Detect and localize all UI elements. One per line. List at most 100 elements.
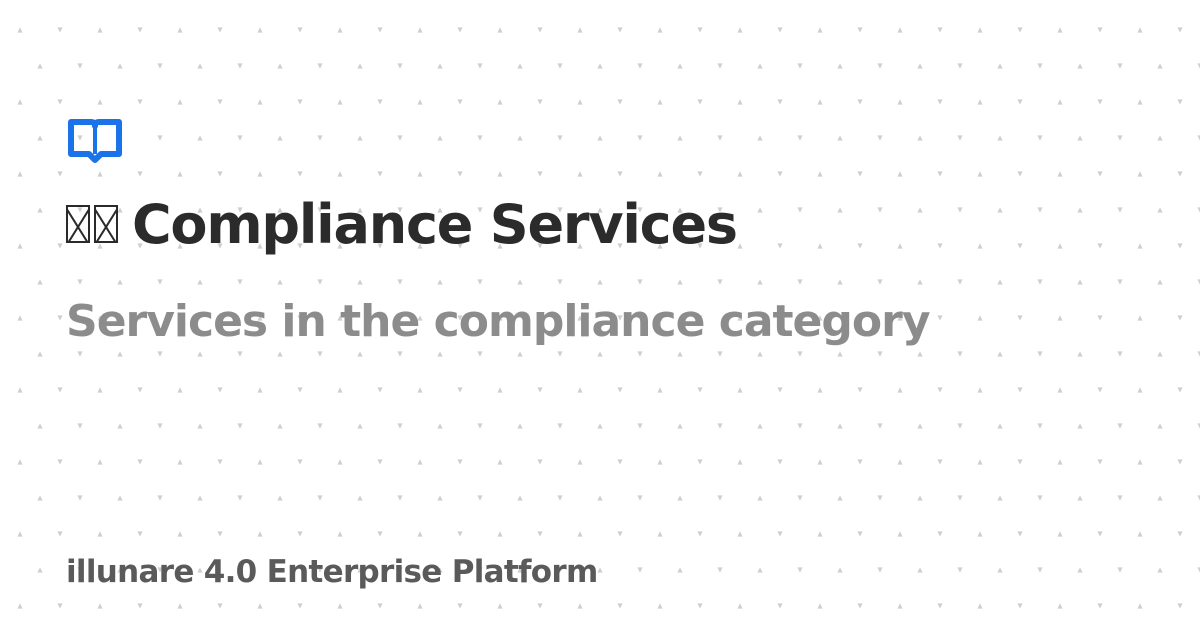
pattern-dot — [57, 459, 63, 465]
pattern-dot — [177, 603, 183, 609]
pattern-dot — [257, 27, 263, 33]
pattern-dot — [777, 459, 783, 465]
pattern-dot — [837, 279, 843, 285]
pattern-dot — [477, 423, 483, 429]
pattern-dot — [1057, 459, 1063, 465]
pattern-dot — [697, 315, 703, 321]
pattern-dot — [657, 315, 663, 321]
pattern-dot — [1057, 99, 1063, 105]
pattern-dot — [537, 27, 543, 33]
pattern-dot — [397, 423, 403, 429]
pattern-dot — [937, 531, 943, 537]
pattern-dot — [1117, 567, 1123, 573]
pattern-dot — [697, 243, 703, 249]
pattern-dot — [37, 567, 43, 573]
pattern-dot — [217, 315, 223, 321]
pattern-dot — [777, 171, 783, 177]
pattern-dot — [877, 567, 883, 573]
pattern-dot — [37, 279, 43, 285]
pattern-dot — [977, 243, 983, 249]
pattern-dot — [117, 207, 123, 213]
pattern-dot — [437, 279, 443, 285]
pattern-dot — [817, 99, 823, 105]
pattern-dot — [1137, 387, 1143, 393]
pattern-dot — [257, 171, 263, 177]
pattern-dot — [977, 531, 983, 537]
pattern-dot — [357, 207, 363, 213]
pattern-dot — [1117, 207, 1123, 213]
pattern-dot — [857, 459, 863, 465]
pattern-dot — [557, 567, 563, 573]
pattern-dot — [57, 171, 63, 177]
pattern-dot — [137, 531, 143, 537]
pattern-dot — [797, 279, 803, 285]
pattern-dot — [97, 387, 103, 393]
pattern-dot — [437, 567, 443, 573]
pattern-dot — [797, 567, 803, 573]
pattern-dot — [857, 387, 863, 393]
pattern-dot — [297, 531, 303, 537]
pattern-dot — [1037, 567, 1043, 573]
pattern-dot — [957, 135, 963, 141]
pattern-dot — [817, 531, 823, 537]
pattern-dot — [217, 171, 223, 177]
pattern-dot — [677, 135, 683, 141]
pattern-dot — [457, 171, 463, 177]
pattern-dot — [637, 423, 643, 429]
pattern-dot — [757, 567, 763, 573]
pattern-dot — [237, 135, 243, 141]
pattern-dot — [677, 279, 683, 285]
pattern-dot — [357, 351, 363, 357]
pattern-dot — [1057, 315, 1063, 321]
pattern-dot — [457, 99, 463, 105]
pattern-dot — [837, 135, 843, 141]
pattern-dot — [97, 27, 103, 33]
pattern-dot — [217, 243, 223, 249]
pattern-dot — [497, 387, 503, 393]
pattern-dot — [1157, 495, 1163, 501]
pattern-dot — [1157, 567, 1163, 573]
pattern-dot — [557, 279, 563, 285]
pattern-dot — [437, 423, 443, 429]
pattern-dot — [257, 315, 263, 321]
pattern-dot — [137, 27, 143, 33]
pattern-dot — [497, 171, 503, 177]
pattern-dot — [657, 99, 663, 105]
pattern-dot — [837, 63, 843, 69]
pattern-dot — [877, 351, 883, 357]
pattern-dot — [577, 171, 583, 177]
pattern-dot — [977, 99, 983, 105]
pattern-dot — [337, 243, 343, 249]
pattern-dot — [397, 135, 403, 141]
pattern-dot — [437, 351, 443, 357]
pattern-dot — [217, 27, 223, 33]
pattern-dot — [497, 315, 503, 321]
pattern-dot — [1177, 171, 1183, 177]
pattern-dot — [857, 171, 863, 177]
pattern-dot — [237, 63, 243, 69]
pattern-dot — [877, 135, 883, 141]
pattern-dot — [1037, 63, 1043, 69]
pattern-dot — [517, 207, 523, 213]
pattern-dot — [917, 279, 923, 285]
pattern-dot — [317, 495, 323, 501]
pattern-dot — [857, 243, 863, 249]
pattern-dot — [477, 63, 483, 69]
pattern-dot — [777, 603, 783, 609]
pattern-dot — [957, 207, 963, 213]
pattern-dot — [537, 315, 543, 321]
pattern-dot — [817, 27, 823, 33]
pattern-dot — [17, 243, 23, 249]
pattern-dot — [237, 207, 243, 213]
pattern-dot — [57, 243, 63, 249]
pattern-dot — [337, 387, 343, 393]
pattern-dot — [757, 207, 763, 213]
pattern-dot — [17, 387, 23, 393]
pattern-dot — [1097, 531, 1103, 537]
pattern-dot — [97, 315, 103, 321]
pattern-dot — [637, 495, 643, 501]
pattern-dot — [457, 27, 463, 33]
pattern-dot — [157, 279, 163, 285]
pattern-dot — [697, 531, 703, 537]
